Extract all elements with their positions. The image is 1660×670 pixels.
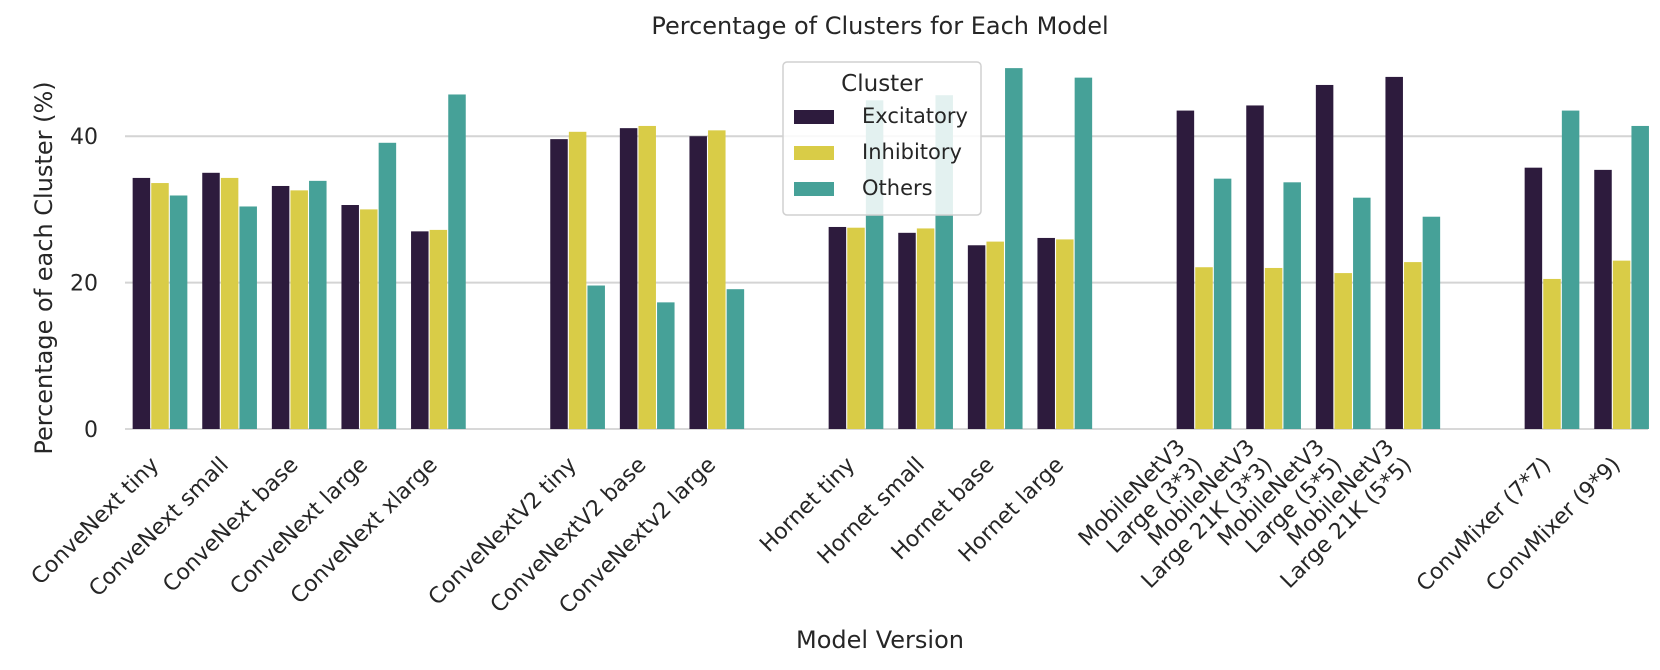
bar-others-3 <box>378 142 397 429</box>
bar-others-7 <box>726 289 745 429</box>
bar-others-1 <box>239 206 257 429</box>
bar-others-0 <box>169 195 188 429</box>
y-tick-label: 20 <box>70 272 98 297</box>
bar-others-17 <box>1631 125 1649 430</box>
bar-excitatory-2 <box>271 185 290 429</box>
bar-others-6 <box>657 302 675 429</box>
x-tick-label: ConveNext tiny <box>27 453 164 590</box>
bar-others-14 <box>1353 197 1371 429</box>
bar-inhibitory-8 <box>847 227 865 429</box>
bar-excitatory-3 <box>341 205 359 429</box>
x-axis-label: Model Version <box>796 626 964 654</box>
bar-excitatory-13 <box>1246 105 1264 430</box>
bar-excitatory-15 <box>1385 76 1403 430</box>
bar-others-4 <box>448 94 466 429</box>
bar-inhibitory-4 <box>429 229 448 429</box>
bar-others-5 <box>587 285 605 429</box>
bar-others-12 <box>1213 178 1232 429</box>
legend-label-inhibitory: Inhibitory <box>862 140 962 164</box>
y-tick-label: 40 <box>70 125 98 150</box>
legend-box <box>782 61 982 216</box>
bar-excitatory-4 <box>411 231 429 429</box>
bar-excitatory-5 <box>550 139 568 430</box>
bar-inhibitory-7 <box>708 130 726 429</box>
bar-excitatory-0 <box>132 177 151 429</box>
bar-inhibitory-11 <box>1056 239 1074 429</box>
bar-others-10 <box>1005 68 1023 430</box>
bar-inhibitory-0 <box>151 183 169 429</box>
bar-inhibitory-6 <box>638 125 656 430</box>
bar-excitatory-9 <box>898 232 916 429</box>
legend-title: Cluster <box>841 71 923 97</box>
bar-inhibitory-3 <box>360 209 378 429</box>
bar-inhibitory-17 <box>1612 260 1631 429</box>
legend-label-others: Others <box>862 176 933 200</box>
bar-excitatory-7 <box>689 136 707 429</box>
legend-swatch-inhibitory <box>794 146 834 160</box>
bar-others-2 <box>309 180 327 429</box>
bar-excitatory-8 <box>828 226 847 429</box>
bar-inhibitory-12 <box>1195 267 1213 429</box>
bar-inhibitory-16 <box>1543 278 1561 429</box>
bar-inhibitory-1 <box>220 177 239 429</box>
y-tick-label: 0 <box>84 418 98 443</box>
bar-inhibitory-13 <box>1264 267 1283 429</box>
bar-inhibitory-15 <box>1404 262 1422 429</box>
bar-excitatory-10 <box>967 245 986 429</box>
chart-title: Percentage of Clusters for Each Model <box>651 12 1108 40</box>
bar-inhibitory-14 <box>1334 273 1352 429</box>
bar-others-11 <box>1074 77 1093 429</box>
y-tick-labels: 0 20 40 <box>70 125 98 443</box>
bar-excitatory-12 <box>1176 110 1195 429</box>
x-tick-label: ConvMixer (7*7) <box>1412 453 1556 597</box>
bar-inhibitory-9 <box>916 228 935 429</box>
bar-excitatory-1 <box>202 172 220 430</box>
bar-excitatory-11 <box>1037 237 1055 429</box>
bar-inhibitory-10 <box>986 241 1004 429</box>
bar-inhibitory-5 <box>568 131 587 430</box>
bar-excitatory-16 <box>1524 167 1543 429</box>
legend-swatch-others <box>794 182 834 196</box>
bar-excitatory-14 <box>1315 84 1334 430</box>
bar-excitatory-17 <box>1594 169 1612 429</box>
x-tick-label: ConvMixer (9*9) <box>1482 453 1626 597</box>
bar-inhibitory-2 <box>290 190 308 429</box>
legend-swatch-excitatory <box>794 110 834 124</box>
legend-label-excitatory: Excitatory <box>862 104 968 128</box>
bar-others-16 <box>1561 110 1580 429</box>
bar-others-13 <box>1283 182 1301 429</box>
bar-others-15 <box>1422 216 1441 429</box>
bar-excitatory-6 <box>619 128 638 429</box>
y-axis-label: Percentage of each Cluster (%) <box>30 81 58 454</box>
